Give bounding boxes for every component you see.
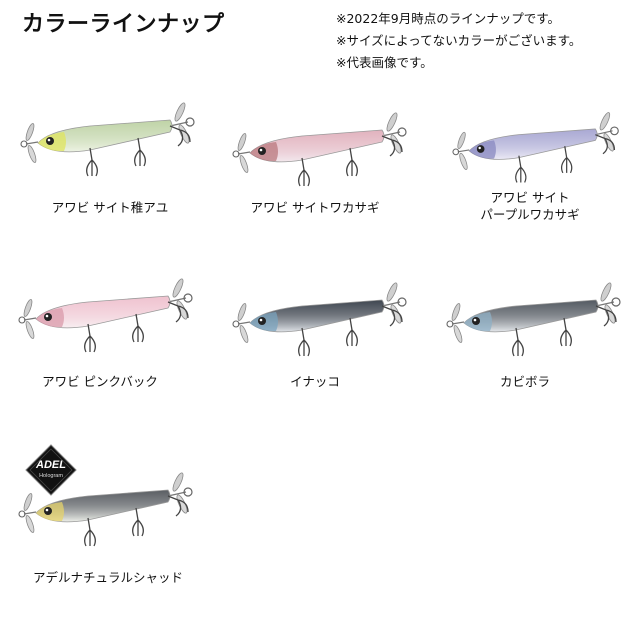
nose-propeller — [452, 131, 470, 170]
lure-image — [232, 276, 412, 366]
treble-hooks — [86, 125, 191, 177]
lure-illustration — [18, 472, 193, 547]
tail-propeller — [595, 282, 621, 324]
lure-image — [18, 272, 198, 362]
lure-name: アワビ サイトワカサギ — [250, 200, 380, 215]
lure-body — [37, 119, 173, 153]
lure-image — [446, 276, 626, 366]
lure-body — [249, 129, 385, 163]
badge-brand: ADEL — [35, 459, 66, 471]
lure-name-line-1: アワビ サイト — [490, 190, 570, 205]
lure-eye — [258, 317, 266, 325]
note-2: ※サイズによってないカラーがございます。 — [336, 33, 582, 48]
lure-image — [452, 106, 624, 192]
lure-illustration — [232, 112, 407, 187]
lure-body — [463, 299, 599, 333]
lure-label: アワビ サイト稚アユ — [10, 199, 210, 216]
nose-propeller — [232, 303, 251, 343]
lure-label: カビボラ — [425, 373, 625, 390]
lure-illustration — [452, 112, 619, 183]
lure-name: イナッコ — [290, 374, 340, 389]
lure-name: カビボラ — [499, 374, 550, 389]
lure-eye — [44, 313, 52, 321]
lure-eye — [472, 317, 480, 325]
treble-hooks — [84, 301, 189, 353]
lure-illustration — [20, 102, 195, 177]
nose-propeller — [18, 493, 37, 533]
lure-label: アワビ サイトワカサギ — [215, 199, 415, 216]
lure-body — [35, 489, 171, 523]
lure-illustration — [18, 278, 193, 353]
nose-propeller — [232, 133, 251, 173]
lure-body — [249, 299, 385, 333]
lure-eye — [476, 145, 485, 153]
lure-eye — [44, 507, 52, 515]
lure-eye — [258, 147, 266, 155]
adel-hologram-badge: ADEL Hologram — [25, 444, 77, 496]
treble-hooks — [515, 134, 616, 183]
treble-hooks — [298, 135, 403, 187]
nose-propeller — [18, 299, 37, 339]
badge-sub: Hologram — [39, 473, 63, 479]
notes: ※2022年9月時点のラインナップです。 ※サイズによってないカラーがございます… — [336, 8, 581, 74]
tail-propeller — [595, 112, 619, 152]
treble-hooks — [298, 305, 403, 357]
tail-propeller — [381, 112, 407, 154]
lure-eye — [46, 137, 54, 145]
lure-body — [468, 128, 598, 160]
treble-hooks — [512, 305, 617, 357]
page-title: カラーラインナップ — [22, 12, 225, 37]
lure-image — [18, 466, 198, 556]
lure-name-line-2: パープルワカサギ — [480, 207, 580, 222]
note-1: ※2022年9月時点のラインナップです。 — [336, 11, 560, 26]
tail-propeller — [169, 102, 195, 144]
tail-propeller — [167, 472, 193, 514]
lure-label: アワビ ピンクバック — [0, 373, 200, 390]
lure-illustration — [232, 282, 407, 357]
lure-illustration — [446, 282, 621, 357]
lure-image — [20, 96, 200, 186]
lure-name: アワビ ピンクバック — [42, 374, 158, 389]
note-3: ※代表画像です。 — [336, 55, 433, 70]
lure-label: アワビ サイト パープルワカサギ — [430, 189, 630, 223]
lure-name: アワビ サイト稚アユ — [51, 200, 169, 215]
lure-label: イナッコ — [215, 373, 415, 390]
treble-hooks — [84, 495, 189, 547]
nose-propeller — [446, 303, 465, 343]
nose-propeller — [20, 123, 39, 163]
lure-body — [35, 295, 171, 329]
tail-propeller — [381, 282, 407, 324]
lure-name: アデルナチュラルシャッド — [32, 570, 183, 585]
lure-label: アデルナチュラルシャッド — [8, 569, 208, 586]
lure-image — [232, 106, 412, 196]
